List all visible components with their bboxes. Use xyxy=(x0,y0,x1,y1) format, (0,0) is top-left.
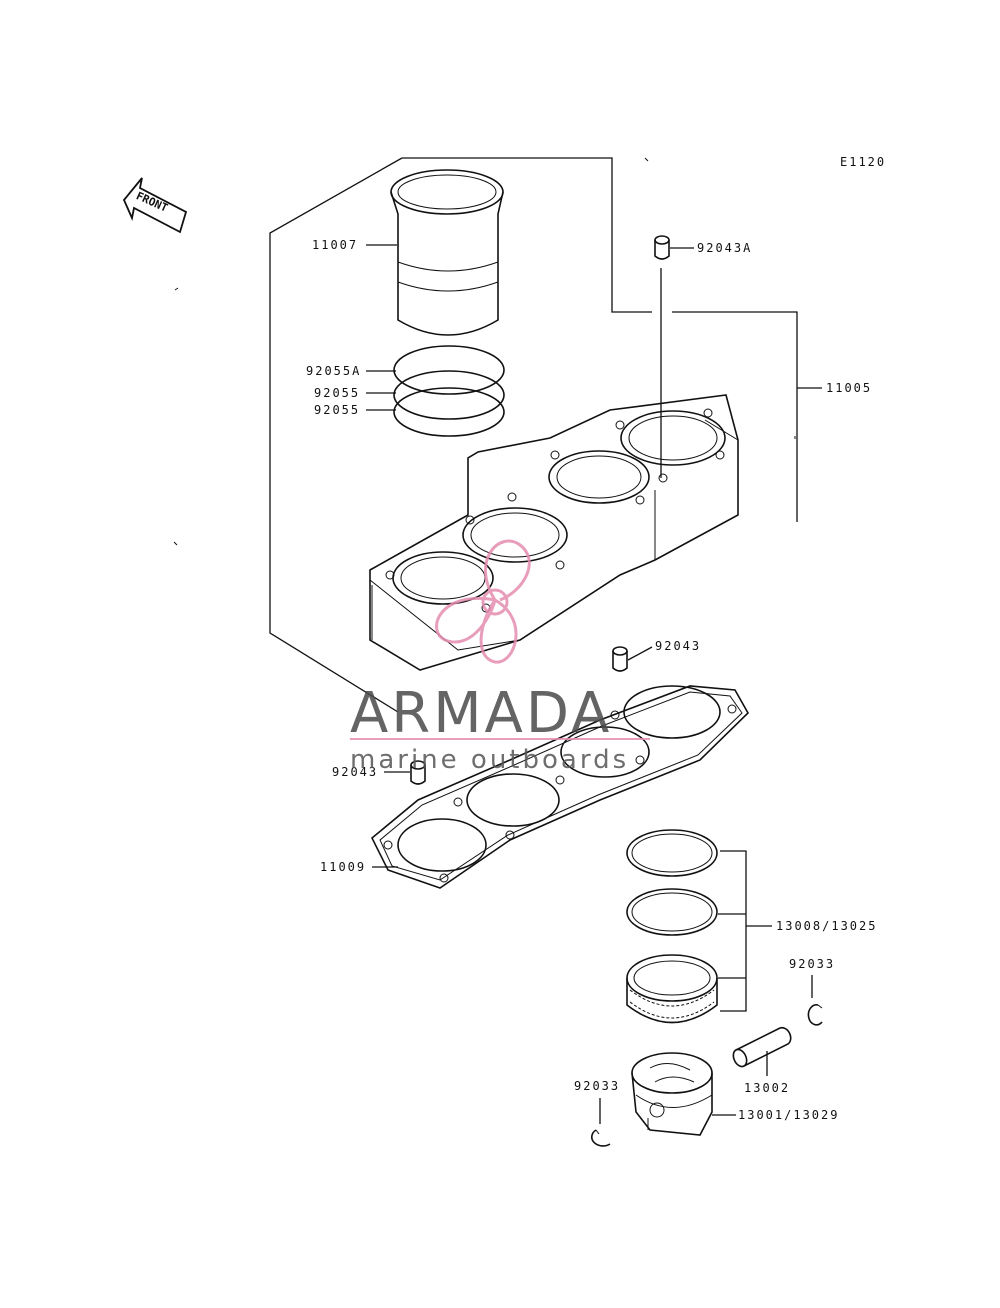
liner-rings xyxy=(393,345,505,437)
label-circlip-right: 92033 xyxy=(789,957,835,971)
group-frame xyxy=(269,157,822,713)
watermark-brand: ARMADA xyxy=(350,681,612,746)
dowel-pin-left xyxy=(410,760,426,785)
label-piston-rings: 13008/13025 xyxy=(776,919,877,933)
propeller-logo-icon xyxy=(435,539,531,664)
watermark: ARMADA marine outboards xyxy=(350,539,650,775)
head-gasket xyxy=(370,685,749,889)
label-dowel-a: 92043A xyxy=(697,241,752,255)
circlip-left xyxy=(591,1129,611,1147)
watermark-underline xyxy=(350,738,650,740)
label-gasket: 11009 xyxy=(320,860,366,874)
front-arrow-icon: FRONT xyxy=(122,177,188,234)
label-block: 11005 xyxy=(826,381,872,395)
label-liner: 11007 xyxy=(312,238,358,252)
label-ring-top: 92055A xyxy=(306,364,361,378)
stray-mark xyxy=(644,157,649,162)
piston-ring-set xyxy=(626,829,718,1024)
circlip-right xyxy=(807,1004,823,1026)
piston xyxy=(631,1052,713,1136)
label-piston: 13001/13029 xyxy=(738,1108,839,1122)
label-dowel-right: 92043 xyxy=(655,639,701,653)
label-dowel-left: 92043 xyxy=(332,765,378,779)
label-ring-mid: 92055 xyxy=(314,386,360,400)
label-circlip-left: 92033 xyxy=(574,1079,620,1093)
label-pin: 13002 xyxy=(744,1081,790,1095)
diagram-code: E1120 xyxy=(840,155,886,169)
dowel-pin-right xyxy=(612,646,628,672)
cylinder-liner xyxy=(390,169,504,336)
dowel-pin-a xyxy=(654,235,670,260)
label-ring-low: 92055 xyxy=(314,403,360,417)
watermark-tagline: marine outboards xyxy=(350,745,629,775)
cylinder-block xyxy=(369,394,739,671)
stray-marks xyxy=(173,287,796,546)
piston-pin xyxy=(732,1026,792,1068)
